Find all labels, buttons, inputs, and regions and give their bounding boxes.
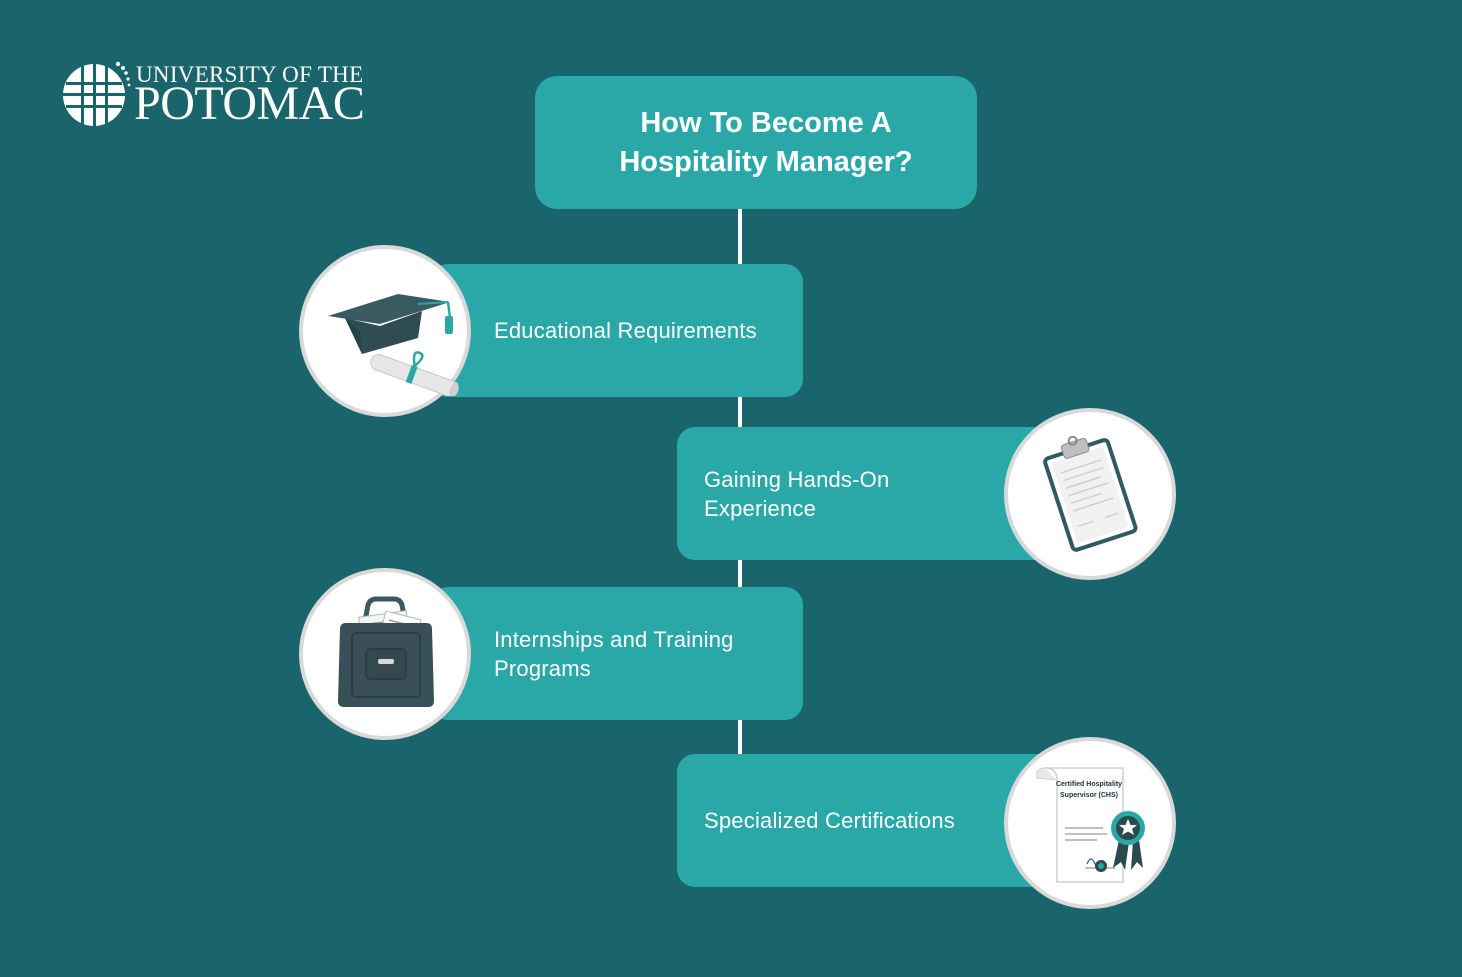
logo-text-line1: UNIVERSITY OF THE (136, 62, 364, 87)
globe-icon (63, 61, 131, 126)
step-hands-on-experience: Gaining Hands-On Experience (677, 427, 1057, 560)
icon-circle-education (299, 245, 471, 417)
university-logo: UNIVERSITY OF THE POTOMAC (60, 58, 390, 130)
icon-circle-certifications: Certified Hospitality Supervisor (CHS) (1004, 737, 1176, 909)
certificate-title-line2: Supervisor (CHS) (1060, 792, 1118, 799)
clipboard-icon (1043, 435, 1138, 552)
step-label: Gaining Hands-On Experience (704, 466, 890, 521)
icon-circle-experience (1004, 408, 1176, 580)
step-internships-training: Internships and Training Programs (430, 587, 803, 720)
certificate-icon: Certified Hospitality Supervisor (CHS) (1036, 767, 1145, 883)
step-label: Internships and Training Programs (494, 626, 734, 681)
icon-circle-internships (299, 568, 471, 740)
briefcase-icon (338, 596, 434, 707)
title-box: How To Become A Hospitality Manager? (535, 76, 977, 209)
step-label: Educational Requirements (494, 318, 757, 343)
step-label: Specialized Certifications (704, 808, 955, 833)
page-title: How To Become A Hospitality Manager? (619, 106, 913, 178)
graduation-cap-diploma-icon (328, 294, 459, 396)
step-educational-requirements: Educational Requirements (430, 264, 803, 397)
step-specialized-certifications: Specialized Certifications (677, 754, 1057, 887)
logo-text-line2: POTOMAC (134, 77, 365, 130)
certificate-title-line1: Certified Hospitality (1056, 781, 1122, 788)
